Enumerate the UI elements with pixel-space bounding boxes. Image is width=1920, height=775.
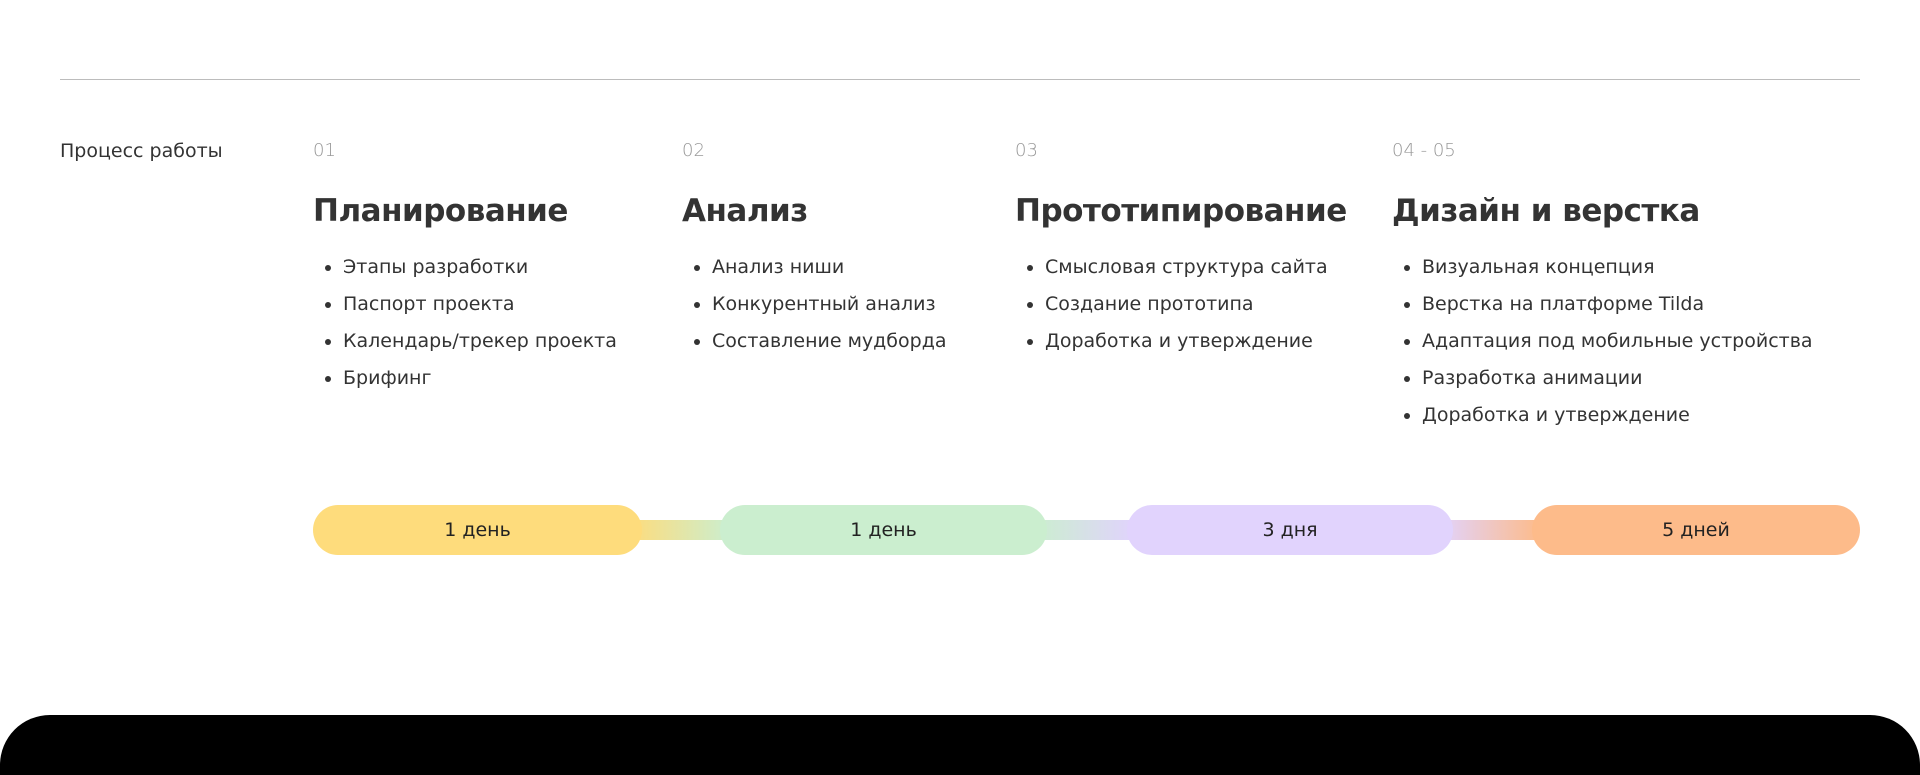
list-item: Визуальная концепция [1422, 249, 1813, 286]
stage-title: Дизайн и верстка [1392, 193, 1700, 229]
list-item: Смысловая структура сайта [1045, 249, 1347, 286]
timeline-connector [1440, 520, 1540, 540]
list-item: Этапы разработки [343, 249, 617, 286]
duration-pill-design: 5 дней [1532, 505, 1860, 555]
duration-label: 1 день [850, 519, 917, 541]
stage-title: Планирование [313, 193, 568, 229]
list-item: Создание прототипа [1045, 286, 1347, 323]
stage-analysis: 02 Анализ Анализ ниши Конкурентный анали… [682, 140, 946, 360]
stage-number: 01 [313, 140, 336, 161]
list-item: Паспорт проекта [343, 286, 617, 323]
list-item: Верстка на платформе Tilda [1422, 286, 1813, 323]
stage-planning: 01 Планирование Этапы разработки Паспорт… [313, 140, 617, 397]
list-item: Брифинг [343, 360, 617, 397]
list-item: Разработка анимации [1422, 360, 1813, 397]
stage-number: 03 [1015, 140, 1038, 161]
timeline-connector [630, 520, 730, 540]
timeline-connector [1035, 520, 1135, 540]
duration-label: 5 дней [1662, 519, 1730, 541]
list-item: Адаптация под мобильные устройства [1422, 323, 1813, 360]
list-item: Доработка и утверждение [1422, 397, 1813, 434]
duration-label: 3 дня [1262, 519, 1318, 541]
duration-pill-prototyping: 3 дня [1127, 505, 1453, 555]
stage-items: Этапы разработки Паспорт проекта Календа… [313, 249, 617, 397]
list-item: Составление мудборда [712, 323, 946, 360]
duration-label: 1 день [444, 519, 511, 541]
list-item: Анализ ниши [712, 249, 946, 286]
stage-title: Прототипирование [1015, 193, 1347, 229]
footer-block [0, 715, 1920, 775]
stage-number: 04 - 05 [1392, 140, 1456, 161]
duration-pill-analysis: 1 день [720, 505, 1047, 555]
stage-items: Анализ ниши Конкурентный анализ Составле… [682, 249, 946, 360]
list-item: Календарь/трекер проекта [343, 323, 617, 360]
stage-items: Визуальная концепция Верстка на платформ… [1392, 249, 1813, 434]
stage-prototyping: 03 Прототипирование Смысловая структура … [1015, 140, 1347, 360]
duration-pill-planning: 1 день [313, 505, 642, 555]
list-item: Конкурентный анализ [712, 286, 946, 323]
stage-design: 04 - 05 Дизайн и верстка Визуальная конц… [1392, 140, 1813, 434]
divider [60, 79, 1860, 80]
list-item: Доработка и утверждение [1045, 323, 1347, 360]
stage-title: Анализ [682, 193, 808, 229]
stage-items: Смысловая структура сайта Создание прото… [1015, 249, 1347, 360]
section-label: Процесс работы [60, 140, 223, 162]
stage-number: 02 [682, 140, 705, 161]
